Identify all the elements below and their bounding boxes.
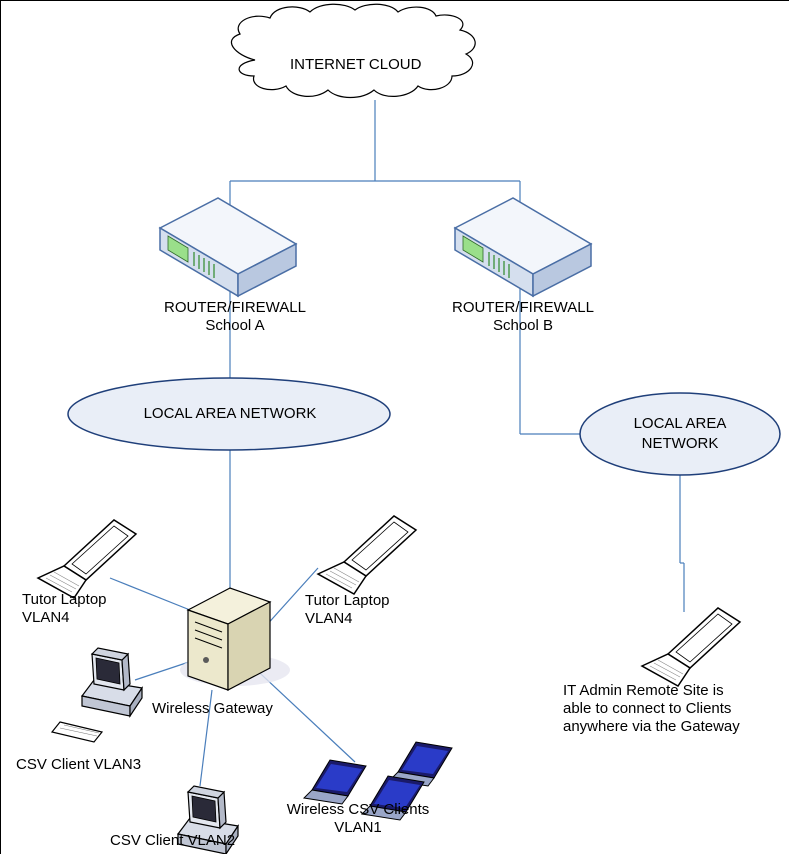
tutor-laptop-right-vlan: VLAN4 xyxy=(305,610,353,627)
admin-remote-label-line2: able to connect to Clients xyxy=(563,700,732,717)
tutor-laptop-right-label: Tutor Laptop xyxy=(305,592,390,609)
router-a-label: ROUTER/FIREWALL xyxy=(164,299,306,316)
wireless-gateway-label: Wireless Gateway xyxy=(152,700,273,717)
tutor-laptop-right-icon xyxy=(317,515,417,595)
csv2-link xyxy=(199,689,213,787)
router-b-icon xyxy=(453,197,593,298)
router-a-school-label: School A xyxy=(205,317,265,334)
csv-client-vlan3-label: CSV Client VLAN3 xyxy=(16,756,142,773)
tutor-laptop-left-icon xyxy=(37,519,137,599)
wireless-client-laptop-1-icon xyxy=(303,759,367,805)
admin-remote-label-line1: IT Admin Remote Site is xyxy=(563,682,724,699)
csv3-link xyxy=(134,659,196,681)
csv-client-vlan2-label: CSV Client VLAN2 xyxy=(110,832,236,849)
lan-b-label-line1: LOCAL AREA xyxy=(633,415,727,432)
router-a-icon xyxy=(158,197,298,298)
internet-cloud-icon xyxy=(230,3,476,99)
lan-b-ellipse xyxy=(579,392,781,476)
admin-laptop-icon xyxy=(641,607,741,687)
wireless-clients-label: Wireless CSV Clients xyxy=(286,801,430,818)
lan-b-label-line2: NETWORK xyxy=(641,435,719,452)
wireless-clients-vlan: VLAN1 xyxy=(334,819,382,836)
tutor-left-link xyxy=(109,577,196,613)
lan-a-ellipse xyxy=(67,377,391,451)
router-b-school-label: School B xyxy=(492,317,554,334)
csv-client-vlan3-desktop-icon xyxy=(51,647,143,743)
tutor-laptop-left-vlan: VLAN4 xyxy=(22,609,70,626)
router-b-label: ROUTER/FIREWALL xyxy=(452,299,594,316)
internet-cloud-label: INTERNET CLOUD xyxy=(290,56,422,73)
tutor-laptop-left-label: Tutor Laptop xyxy=(22,591,107,608)
admin-remote-label-line3: anywhere via the Gateway xyxy=(563,718,740,735)
wireless-gateway-server-icon xyxy=(180,587,290,691)
lan-a-label: LOCAL AREA NETWORK xyxy=(143,405,317,422)
